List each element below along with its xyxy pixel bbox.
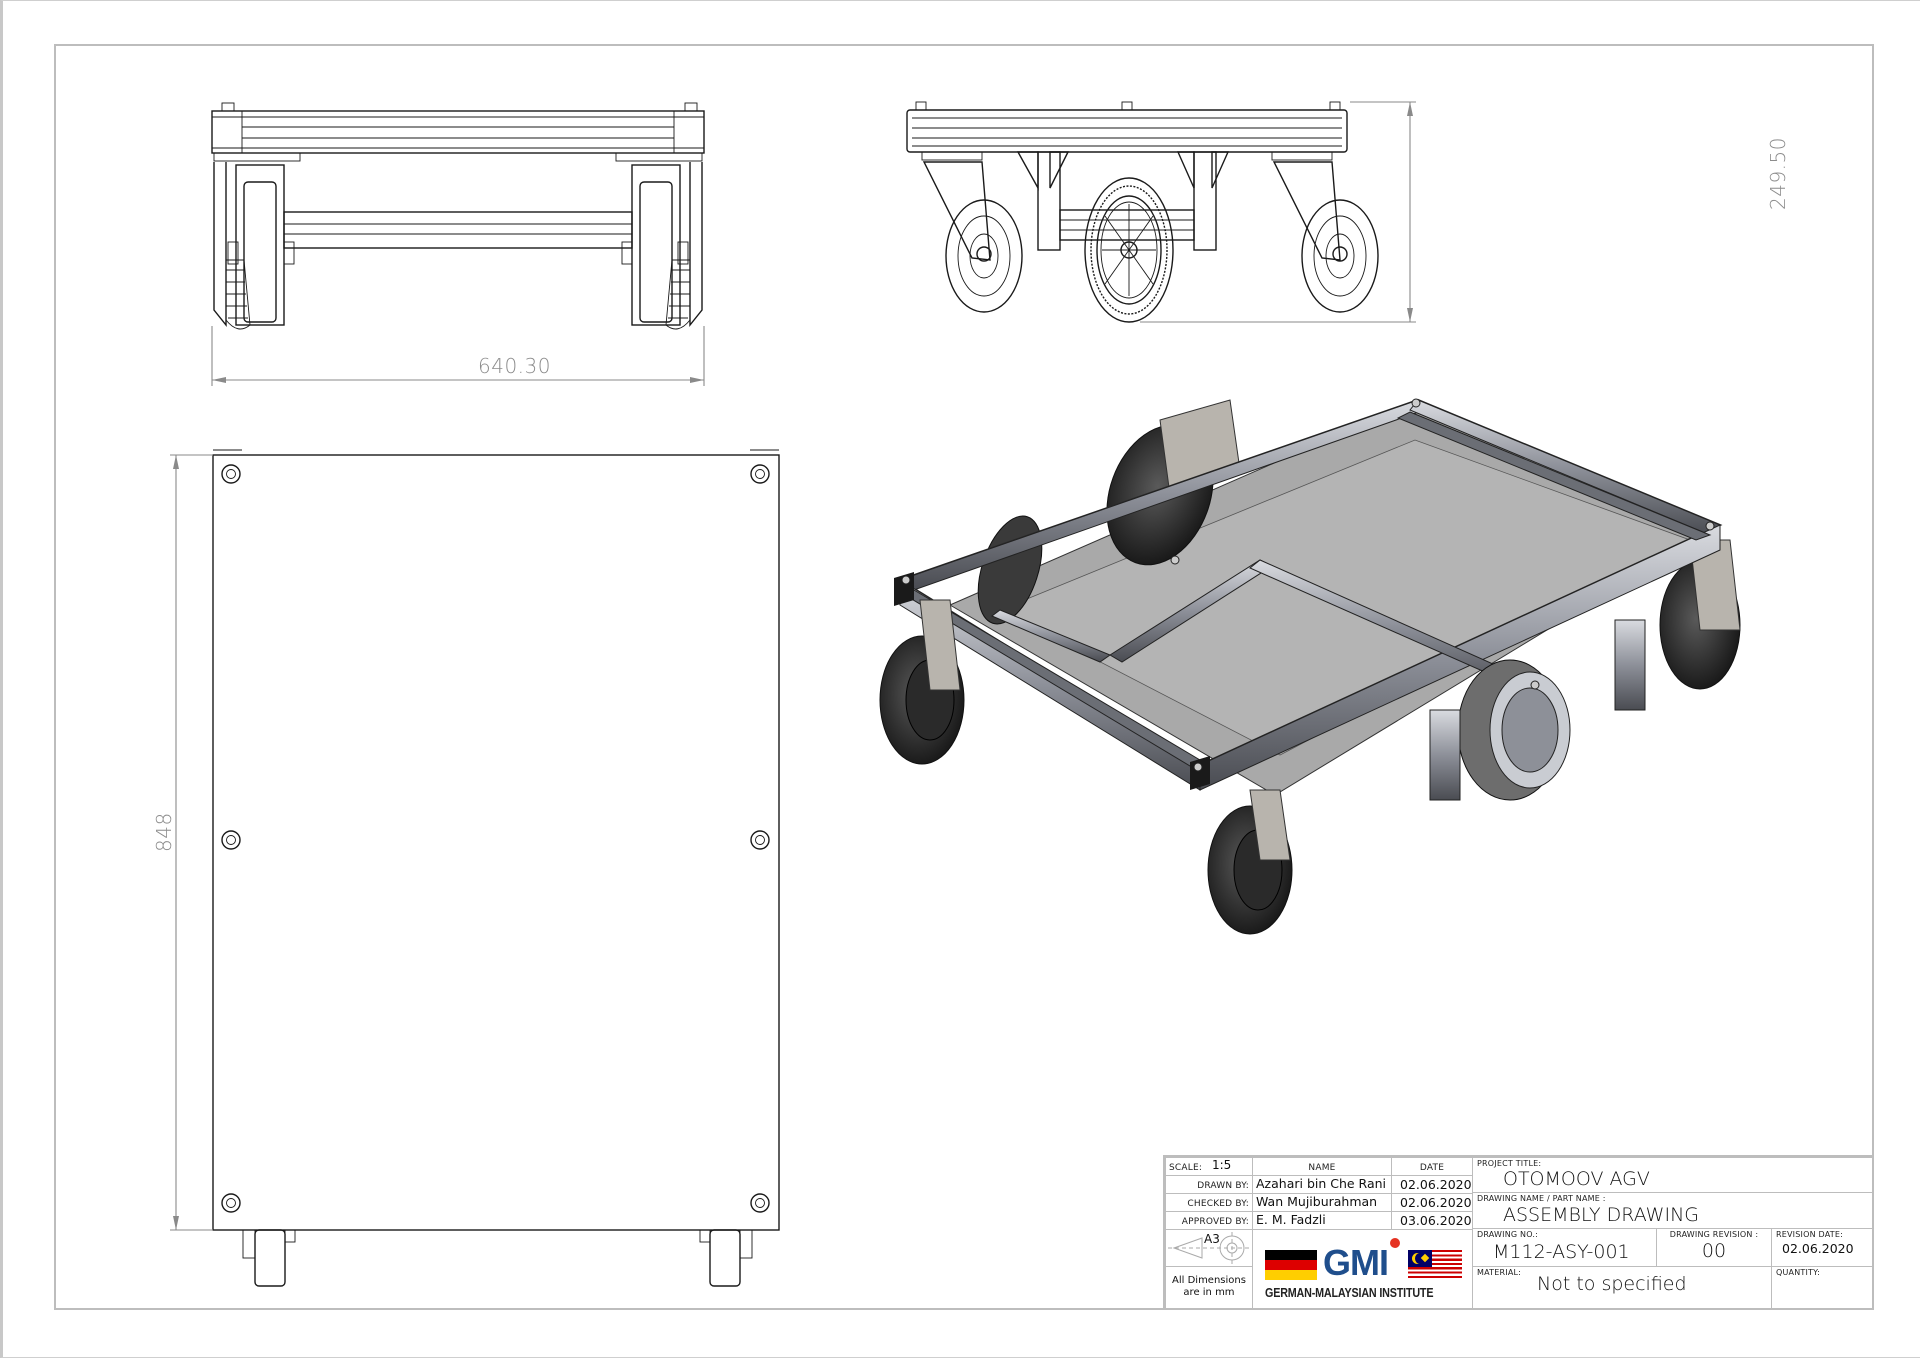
bolt-icon (221, 102, 698, 112)
revision-date: 02.06.2020 (1782, 1241, 1854, 1256)
germany-flag-icon (1265, 1250, 1317, 1280)
third-angle-projection-icon (1168, 1232, 1250, 1264)
scale-value: 1:5 (1212, 1158, 1232, 1172)
checked-by-date: 02.06.2020 (1391, 1193, 1473, 1212)
material-cell: MATERIAL: Not to specified (1472, 1266, 1772, 1310)
project-title: OTOMOOV AGV (1503, 1168, 1650, 1190)
drawn-by-name: Azahari bin Che Rani (1252, 1175, 1392, 1194)
front-view-width-dimension: 640.30 (478, 354, 551, 378)
title-block: SCALE: 1:5 NAME DATE DRAWN BY: Azahari b… (1163, 1155, 1874, 1310)
institute-logo: GMI GERMAN-MALAYSIAN INSTITUTE (1252, 1229, 1473, 1310)
drawing-name: ASSEMBLY DRAWING (1503, 1204, 1700, 1226)
side-view-height-dimension: 249.50 (1766, 137, 1790, 210)
drawing-name-cell: DRAWING NAME / PART NAME : ASSEMBLY DRAW… (1472, 1192, 1874, 1229)
scale-cell: SCALE: 1:5 (1165, 1157, 1253, 1176)
front-view (211, 102, 705, 386)
drawn-by-role: DRAWN BY: (1165, 1175, 1253, 1194)
gmi-logo-text: GMI (1323, 1242, 1389, 1283)
top-view-length-dimension: 848 (152, 812, 176, 852)
malaysia-flag-icon (1408, 1250, 1462, 1280)
checked-by-role: CHECKED BY: (1165, 1193, 1253, 1212)
drawing-no-cell: DRAWING NO.: M112-ASY-001 (1472, 1228, 1657, 1267)
units-note-cell: All Dimensions are in mm (1165, 1266, 1253, 1310)
bolt-icon (221, 464, 770, 1213)
side-view (906, 101, 1416, 323)
date-header-cell: DATE (1391, 1157, 1473, 1176)
checked-by-name: Wan Mujiburahman (1252, 1193, 1392, 1212)
bolt-icon (901, 398, 1715, 772)
gmi-logo-dot (1390, 1238, 1400, 1248)
institute-name: GERMAN-MALAYSIAN INSTITUTE (1265, 1286, 1434, 1300)
project-title-cell: PROJECT TITLE: OTOMOOV AGV (1472, 1157, 1874, 1193)
sheet-size: A3 (1204, 1232, 1220, 1246)
name-header-cell: NAME (1252, 1157, 1392, 1176)
drawing-number: M112-ASY-001 (1493, 1241, 1630, 1263)
revision-cell: DRAWING REVISION : 00 (1656, 1228, 1772, 1267)
bolt-icon (915, 101, 1341, 111)
approved-by-role: APPROVED BY: (1165, 1211, 1253, 1230)
drawn-by-date: 02.06.2020 (1391, 1175, 1473, 1194)
isometric-view (879, 398, 1741, 935)
material-value: Not to specified (1537, 1273, 1687, 1295)
top-view (170, 449, 780, 1287)
approved-by-name: E. M. Fadzli (1252, 1211, 1392, 1230)
revision-number: 00 (1701, 1240, 1727, 1262)
quantity-cell: QUANTITY: (1771, 1266, 1874, 1310)
revision-date-cell: REVISION DATE: 02.06.2020 (1771, 1228, 1874, 1267)
approved-by-date: 03.06.2020 (1391, 1211, 1473, 1230)
drawing-frame (54, 44, 1874, 1310)
projection-cell: A3 (1165, 1229, 1253, 1267)
